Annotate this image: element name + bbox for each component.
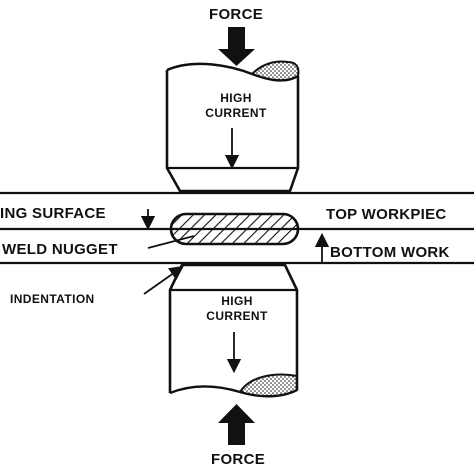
force-top-arrow — [218, 27, 255, 66]
faying-surface-label: ING SURFACE — [0, 205, 106, 222]
indentation-leader — [143, 265, 184, 295]
lower-high-label: HIGH — [221, 294, 253, 308]
weld-nugget-label: WELD NUGGET — [2, 241, 118, 258]
upper-current-label: CURRENT — [205, 106, 267, 120]
upper-electrode — [165, 60, 300, 193]
force-bottom-label: FORCE — [211, 451, 265, 468]
lower-current-label: CURRENT — [206, 309, 268, 323]
top-workpiece-label: TOP WORKPIEC — [326, 206, 447, 223]
upper-high-label: HIGH — [220, 91, 252, 105]
weld-nugget-leader — [147, 235, 195, 249]
indentation-label: INDENTATION — [10, 292, 95, 306]
lower-electrode — [168, 263, 299, 398]
force-bottom-arrow — [218, 404, 255, 445]
bottom-workpiece-label: BOTTOM WORK — [330, 244, 450, 261]
weld-nugget — [169, 212, 300, 246]
force-top-label: FORCE — [209, 6, 263, 23]
